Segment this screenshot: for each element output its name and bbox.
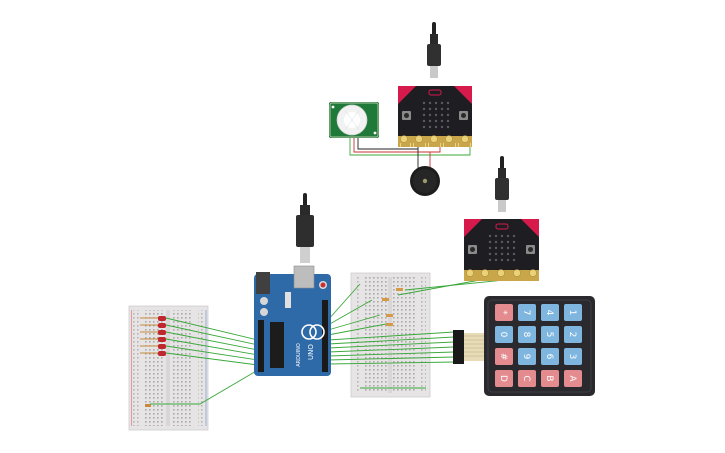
keypad-key-label: 2 xyxy=(567,332,577,338)
keypad-key-label: 3 xyxy=(567,354,577,360)
arduino-brand-text: ARDUINO xyxy=(296,343,302,367)
arduino-uno[interactable]: UNO ARDUINO xyxy=(254,265,331,376)
keypad[interactable]: 1 2 3A 4 5 6B 7 8 9C * 0 # D xyxy=(484,296,595,396)
arduino-usb-cable[interactable] xyxy=(296,193,314,263)
microbit-button-a[interactable] xyxy=(402,111,411,120)
led[interactable] xyxy=(140,337,166,342)
keypad-key-label: # xyxy=(498,353,508,361)
keypad-key[interactable]: 6 xyxy=(541,348,559,365)
pir-sensor[interactable] xyxy=(329,102,379,138)
led[interactable] xyxy=(140,316,166,321)
led[interactable] xyxy=(140,323,166,328)
keypad-key-label: 4 xyxy=(544,310,554,316)
led[interactable] xyxy=(140,330,166,335)
microbit-button-a[interactable] xyxy=(468,245,477,254)
keypad-key-label: 1 xyxy=(567,310,577,316)
keypad-key-label: 6 xyxy=(544,354,554,360)
keypad-key[interactable]: 5 xyxy=(541,326,559,343)
arduino-logo-text: UNO xyxy=(307,344,315,360)
keypad-key-label: C xyxy=(521,375,531,381)
led[interactable] xyxy=(140,344,166,349)
keypad-connector[interactable] xyxy=(453,330,486,364)
keypad-key[interactable]: B xyxy=(541,370,559,387)
keypad-key-label: 7 xyxy=(521,310,531,316)
keypad-key[interactable]: * xyxy=(495,304,513,321)
resistor[interactable] xyxy=(396,288,403,291)
keypad-key[interactable]: 8 xyxy=(518,326,536,343)
keypad-key[interactable]: 3 xyxy=(564,348,582,365)
keypad-key[interactable]: 7 xyxy=(518,304,536,321)
keypad-key-label: A xyxy=(567,375,577,382)
keypad-key[interactable]: # xyxy=(495,348,513,365)
resistor[interactable] xyxy=(386,323,393,326)
microbit-middle[interactable] xyxy=(464,219,539,281)
keypad-key[interactable]: 0 xyxy=(495,326,513,343)
microbit-middle-cable[interactable] xyxy=(495,156,509,212)
keypad-key[interactable]: 2 xyxy=(564,326,582,343)
resistor[interactable] xyxy=(145,404,151,407)
keypad-key-label: 8 xyxy=(521,332,531,338)
wires-green[interactable] xyxy=(150,277,526,405)
keypad-key-label: 9 xyxy=(521,354,531,360)
keypad-key[interactable]: A xyxy=(564,370,582,387)
microbit-button-b[interactable] xyxy=(526,245,535,254)
keypad-key[interactable]: 9 xyxy=(518,348,536,365)
keypad-key-label: * xyxy=(498,310,508,315)
keypad-key[interactable]: C xyxy=(518,370,536,387)
piezo-buzzer[interactable] xyxy=(410,166,440,196)
keypad-key[interactable]: D xyxy=(495,370,513,387)
keypad-key-label: 5 xyxy=(544,332,554,338)
led[interactable] xyxy=(140,351,166,356)
keypad-key-label: B xyxy=(544,375,554,381)
resistor[interactable] xyxy=(386,314,393,317)
microbit-top[interactable] xyxy=(398,86,472,147)
resistor[interactable] xyxy=(382,298,389,301)
breadboard-right[interactable] xyxy=(350,272,431,398)
microbit-button-b[interactable] xyxy=(459,111,468,120)
led-group xyxy=(140,316,166,356)
keypad-key-label: 0 xyxy=(498,332,508,338)
microbit-top-cable[interactable] xyxy=(427,22,441,78)
keypad-key[interactable]: 4 xyxy=(541,304,559,321)
keypad-key-label: D xyxy=(498,375,508,382)
keypad-key[interactable]: 1 xyxy=(564,304,582,321)
